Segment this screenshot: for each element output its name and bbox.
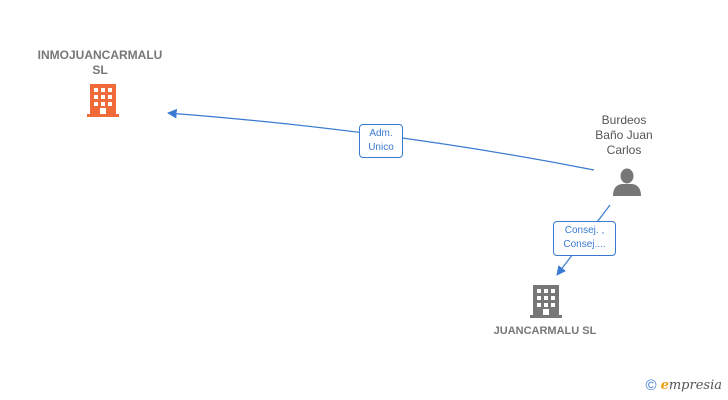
person-name[interactable]: Burdeos Baño Juan Carlos [574,113,674,158]
company-name-line: JUANCARMALU SL [493,325,597,337]
copyright-icon: © [645,377,657,394]
company-name-line: SL [92,63,108,77]
edge-label-adm-unico: Adm. Unico [359,124,403,158]
brand-logo-rest: mpresia [668,378,722,393]
person-icon[interactable] [613,168,641,197]
person-name-line: Burdeos [601,113,647,127]
person-name-line: Baño Juan [595,128,653,142]
edge-label-line: Adm. [369,128,393,139]
building-icon[interactable] [530,285,562,318]
edge-label-line: Unico [368,142,394,153]
person-name-line: Carlos [606,143,642,157]
company-name-inmojuancarmalu[interactable]: INMOJUANCARMALU SL [20,48,180,78]
company-name-line: INMOJUANCARMALU [37,48,163,62]
edge-label-line: Consej.... [563,239,606,250]
edge-label-consej: Consej. , Consej.... [553,221,616,256]
company-name-juancarmalu[interactable]: JUANCARMALU SL [470,324,620,339]
brand-logo-e: e [660,378,669,393]
empresia-watermark: © empresia [646,377,722,394]
edge-label-line: Consej. , [564,225,605,236]
building-icon[interactable] [87,84,119,117]
brand-logo: empresia [661,378,722,393]
